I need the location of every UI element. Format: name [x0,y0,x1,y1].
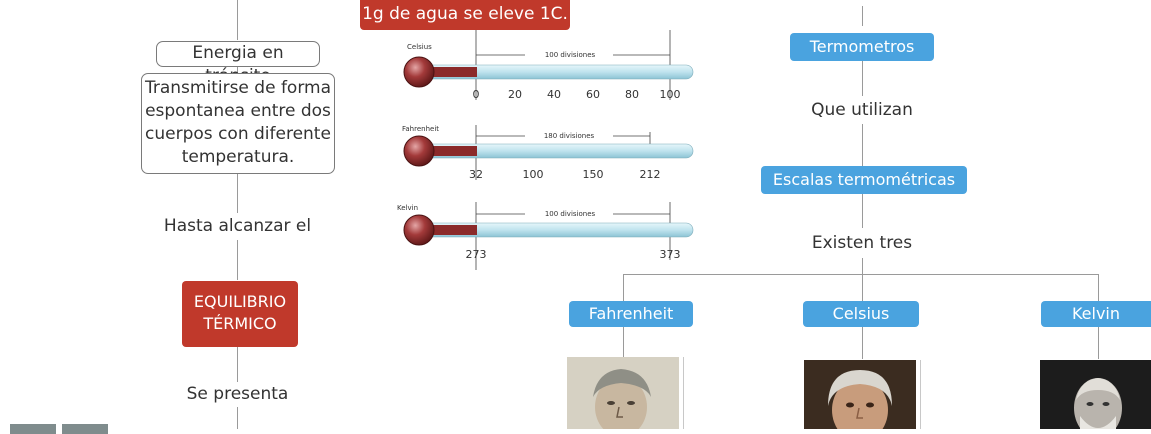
tick-label: 32 [469,168,483,181]
connector [862,6,863,26]
span-label: 100 divisiones [545,51,596,59]
text-hasta-alcanzar: Hasta alcanzar el [163,216,312,236]
tick-label: 0 [473,88,480,101]
concept-line: espontanea entre dos [145,101,331,121]
tick-label: 40 [547,88,561,101]
scale-label: Kelvin [1071,304,1121,323]
next-button[interactable] [62,424,108,434]
termico-line: TÉRMICO [203,314,277,333]
portrait-frame [683,357,684,429]
connector [1098,274,1099,302]
connector [862,124,863,166]
connector [237,0,238,40]
tick-label: 100 [660,88,681,101]
connector [862,60,863,96]
portrait-frame [920,360,921,429]
tick-label: 100 [523,168,544,181]
connector [237,346,238,382]
thermometer-kelvin: Kelvin 100 divisiones 273 373 [397,202,694,270]
portrait-fahrenheit-image [567,357,679,429]
concept-energia: Energia en tránsito [156,41,320,86]
connector [862,327,863,359]
concept-line: Transmitirse de forma [144,78,331,98]
tick-label: 273 [466,248,487,261]
connector [623,327,624,359]
connector [862,274,863,302]
connector [623,274,624,302]
concept-transmitirse: Transmitirse de forma espontanea entre d… [141,73,335,174]
portrait-kelvin-image [1040,360,1151,429]
top-banner: 1g de agua se eleve 1C. [360,0,570,30]
tick-label: 60 [586,88,600,101]
connector [237,173,238,213]
equilibrio-line: EQUILIBRIO [193,292,287,311]
tick-label: 212 [640,168,661,181]
thermometer-name: Celsius [407,43,432,51]
portrait-kelvin [1040,360,1151,429]
thermometer-figure: Celsius 100 divisiones 0 20 40 60 80 100… [397,30,694,270]
thermometer-fahrenheit: Fahrenheit 180 divisiones 32 100 150 212 [402,125,694,181]
concept-line: cuerpos con diferente [145,124,331,144]
concept-line: temperatura. [181,147,295,167]
portrait-celsius-image [804,360,916,429]
termometros-label: Termometros [809,37,915,56]
span-label: 100 divisiones [545,210,596,218]
escalas-box: Escalas termométricas [761,166,967,194]
scale-box-kelvin: Kelvin [1041,301,1151,327]
connector [862,194,863,228]
escalas-label: Escalas termométricas [772,170,956,189]
scale-label: Fahrenheit [588,304,674,323]
tick-label: 150 [583,168,604,181]
text-se-presenta: Se presenta [186,384,289,404]
connector [862,258,863,274]
text-que-utilizan: Que utilizan [811,100,913,120]
thermometer-name: Fahrenheit [402,125,439,133]
termometros-box: Termometros [790,33,934,61]
span-label: 180 divisiones [544,132,595,140]
connector [1098,327,1099,359]
scale-box-celsius: Celsius [803,301,919,327]
tick-label: 80 [625,88,639,101]
connector [237,66,238,74]
connector [237,240,238,280]
tick-label: 373 [660,248,681,261]
portrait-celsius [804,360,916,429]
thermometer-name: Kelvin [397,204,418,212]
connector [623,274,1098,275]
thermometer-celsius: Celsius 100 divisiones 0 20 40 60 80 100 [403,30,694,101]
tick-label: 20 [508,88,522,101]
top-banner-label: 1g de agua se eleve 1C. [362,4,568,24]
connector [237,407,238,429]
scale-box-fahrenheit: Fahrenheit [569,301,693,327]
prev-button[interactable] [10,424,56,434]
scale-label: Celsius [832,304,890,323]
equilibrio-termico-box: EQUILIBRIO TÉRMICO [182,281,298,347]
text-existen-tres: Existen tres [811,233,913,253]
portrait-fahrenheit [567,357,679,429]
